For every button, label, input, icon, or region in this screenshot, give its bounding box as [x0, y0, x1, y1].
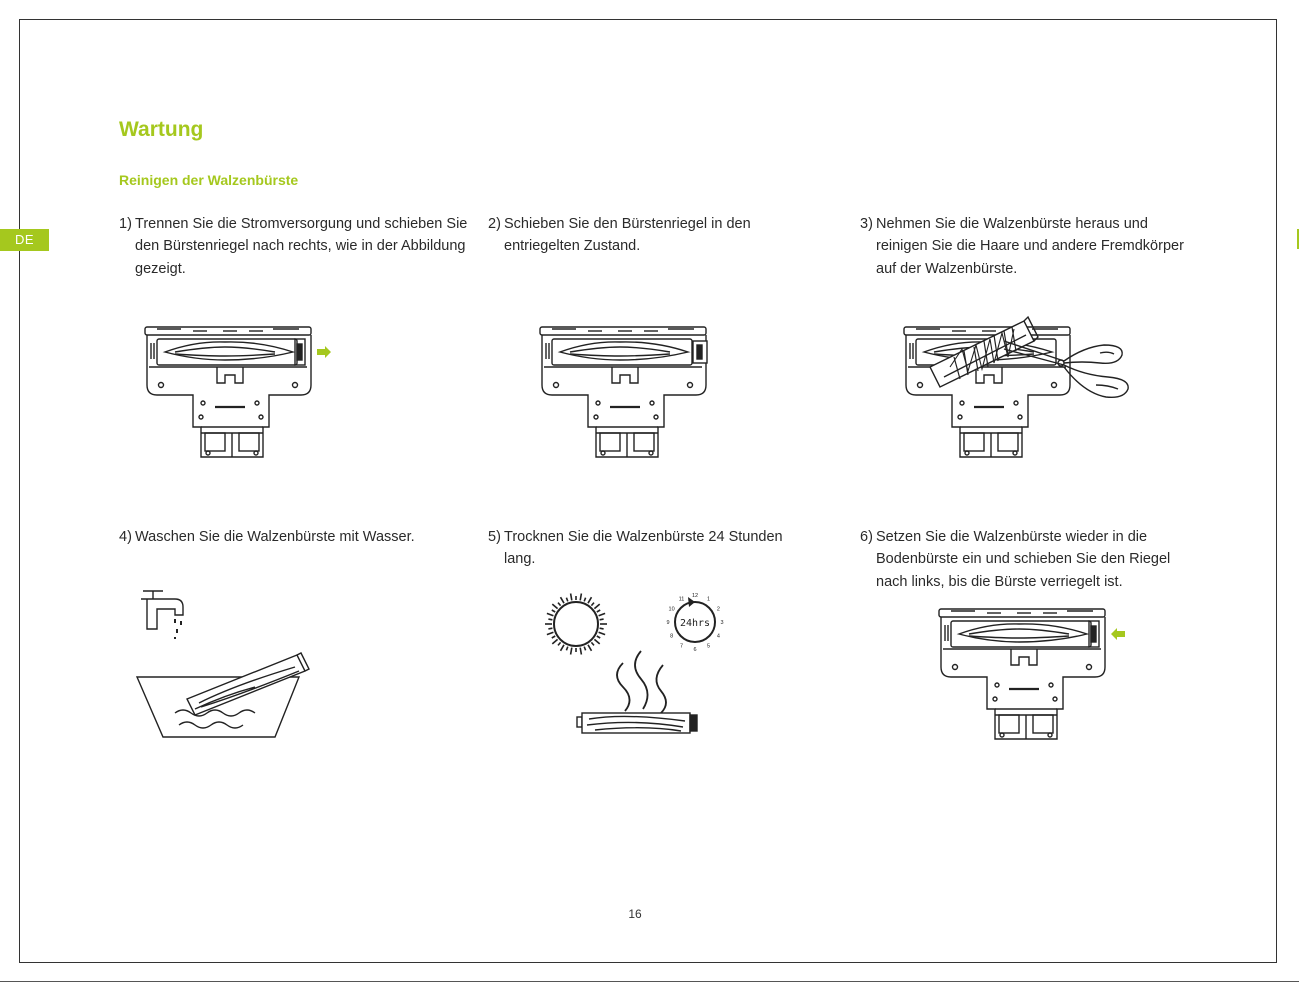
step-number: 2)	[488, 216, 501, 232]
sun-ray	[599, 618, 604, 621]
clock-hour-label: 10	[669, 607, 675, 613]
sun-ray	[548, 618, 553, 621]
sun-ray	[583, 597, 587, 602]
sun-ray	[559, 644, 565, 652]
language-tab: DE	[0, 229, 49, 251]
brush-head-latch-right-illustration	[143, 325, 331, 459]
roller-brush-icon	[186, 652, 310, 716]
clock-hour-label: 11	[679, 597, 685, 603]
step-3: 3) Nehmen Sie die Walzenbürste heraus un…	[860, 213, 1200, 280]
sun-ray	[551, 638, 559, 645]
clock-hour-label: 4	[717, 634, 720, 640]
sun-ray	[551, 635, 556, 639]
sun-ray	[590, 602, 595, 607]
brush-head-unlocked-illustration	[538, 325, 708, 459]
step-number: 6)	[860, 529, 873, 545]
sun-ray	[593, 603, 601, 610]
sun-ray	[583, 646, 587, 651]
clock-hour-label: 9	[666, 620, 669, 626]
step-number: 5)	[488, 529, 501, 545]
sun-ray	[548, 627, 553, 630]
step-text: Setzen Sie die Walzenbürste wieder in di…	[876, 529, 1171, 590]
clock-hour-label: 8	[670, 634, 673, 640]
sun-icon	[545, 593, 607, 655]
clock-hour-label: 12	[692, 593, 698, 599]
step-text: Schieben Sie den Bürstenriegel in den en…	[504, 216, 751, 255]
sun-ray	[599, 627, 604, 630]
step-text: Nehmen Sie die Walzenbürste heraus und r…	[876, 216, 1184, 277]
brush-head-latch-left-illustration	[937, 607, 1125, 741]
arrow-right-icon	[317, 346, 331, 358]
roller-brush-icon	[929, 315, 1039, 388]
step-text: Trocknen Sie die Walzenbürste 24 Stunden…	[504, 529, 783, 568]
step-1: 1) Trennen Sie die Stromversorgung und s…	[119, 213, 469, 280]
scissors-icon	[1003, 340, 1129, 399]
page-number: 16	[628, 907, 642, 921]
sun-ray	[551, 609, 556, 613]
step-6: 6) Setzen Sie die Walzenbürste wieder in…	[860, 526, 1190, 593]
bottom-rule	[0, 981, 1299, 982]
step-number: 4)	[119, 529, 132, 545]
step-number: 1)	[119, 216, 132, 232]
roller-brush-icon	[576, 712, 698, 734]
sun-ray	[596, 635, 601, 639]
sun-ray	[557, 641, 562, 646]
clock-hour-label: 1	[707, 597, 710, 603]
step-text: Trennen Sie die Stromversorgung und schi…	[135, 216, 468, 277]
clock-hour-label: 7	[680, 643, 683, 649]
clock-hour-label: 5	[707, 643, 710, 649]
sun-ray	[579, 593, 583, 601]
sun-ray	[546, 631, 554, 636]
clock-label: 24hrs	[680, 618, 710, 629]
sun-ray	[557, 602, 562, 607]
step-4: 4) Waschen Sie die Walzenbürste mit Wass…	[119, 526, 469, 548]
edge-marker	[1297, 229, 1299, 249]
clock-hour-label: 3	[720, 620, 723, 626]
sun-ray	[593, 638, 601, 645]
wash-brush-illustration	[135, 590, 310, 738]
sun-ray	[587, 596, 593, 604]
clock-hour-label: 2	[717, 607, 720, 613]
sun-ray	[590, 641, 595, 646]
page-title: Wartung	[119, 118, 204, 141]
sun-ray	[569, 647, 573, 655]
sun-ray	[598, 612, 606, 617]
water-tap-icon	[141, 590, 184, 639]
sun-ray	[596, 609, 601, 613]
arrow-left-icon	[1111, 628, 1125, 640]
sun-ray	[598, 631, 606, 636]
sun-ray	[551, 603, 559, 610]
step-number: 3)	[860, 216, 873, 232]
sun-ray	[565, 646, 569, 651]
brush-removal-cleaning-illustration	[902, 315, 1129, 459]
sun-ray	[569, 593, 573, 601]
sun-ray	[579, 647, 583, 655]
step-text: Waschen Sie die Walzenbürste mit Wasser.	[135, 529, 415, 545]
steam-icon	[616, 650, 667, 714]
step-2: 2) Schieben Sie den Bürstenriegel in den…	[488, 213, 788, 258]
step-5: 5) Trocknen Sie die Walzenbürste 24 Stun…	[488, 526, 798, 571]
clock-hour-label: 6	[693, 647, 696, 653]
sun-ray	[587, 644, 593, 652]
page-frame	[19, 19, 1277, 963]
section-subtitle: Reinigen der Walzenbürste	[119, 172, 299, 188]
sun-ray	[546, 612, 554, 617]
sun-ray	[565, 597, 569, 602]
sun-ray	[559, 596, 565, 604]
